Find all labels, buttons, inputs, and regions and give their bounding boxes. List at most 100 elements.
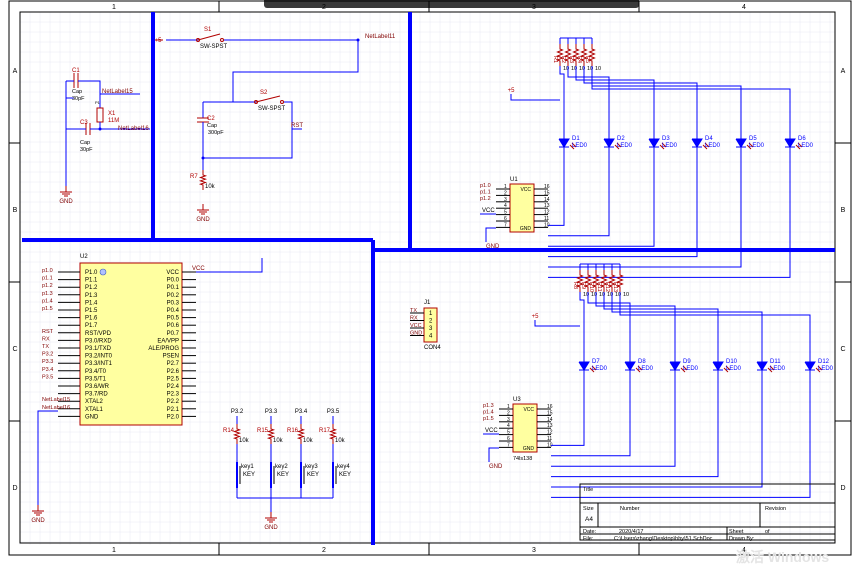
x1-pin: P1 [95,100,101,105]
led-arrow [637,365,643,371]
decoder-pin-number: 5 [507,430,510,436]
decoder-pin-number: 4 [504,203,507,209]
number-label: Number [620,506,640,512]
resistor-body [572,44,580,66]
c2-value: 300pF [208,130,224,136]
date-label: Date: [583,529,597,535]
led-arrow [702,144,708,150]
x1-value: 11M [108,118,119,124]
resistor-network[interactable] [600,270,608,292]
wire [611,292,763,362]
led-arrow [797,142,803,148]
resistor-key[interactable] [266,424,276,444]
led-fill [757,362,767,370]
mcu-left-pin-name: P1.1 [85,278,98,284]
connector-net: TX [410,308,417,314]
mcu-left-net: P3.4 [42,367,53,373]
zone-column-label: 1 [112,4,116,11]
mcu-right-pin-name: P2.7 [167,361,180,367]
resistor-network[interactable] [580,44,588,66]
ground-symbol[interactable]: GND [31,505,45,524]
ground-symbol[interactable]: GND [59,186,73,205]
resistor-ref: R11 [596,282,602,292]
wire [551,370,763,488]
led-type: LED0 [638,366,654,372]
resistor-network[interactable] [588,44,596,66]
connector-net: VCC [410,323,422,329]
decoder-pin-number: 16 [544,184,550,190]
led-arrow [767,367,773,373]
resistor-network[interactable] [616,270,624,292]
netlabel-15: NetLabel15 [102,89,133,95]
s2-lever [255,95,281,103]
oscillator-section[interactable]: C1Cap30pFX111MP1NetLabel15C3Cap30pFNetLa… [65,68,150,186]
mcu-left-pin-name: P1.7 [85,323,98,329]
mcu-right-pin-name: P0.0 [167,278,180,284]
netlabel-16: NetLabel16 [118,126,149,132]
reset-section[interactable]: +5S1SW-SPSTNetLabel11S2SW-SPSTC2Cap300pF… [155,27,396,190]
resistor-network[interactable] [556,44,564,66]
resistor-network[interactable] [564,44,572,66]
resistor-key[interactable] [232,424,242,444]
resistor-key[interactable] [328,424,338,444]
zone-row-label: B [841,207,846,214]
wire [224,39,359,102]
key-resistor-ref: R15 [257,428,269,434]
zone-row-label: C [12,346,17,353]
decoder-vcc-net: VCC [485,428,498,434]
connector-pin-number: 4 [429,334,433,340]
decoder-pin-number: 16 [547,404,553,410]
resistor-network[interactable] [608,270,616,292]
mcu-right-pin-name: P0.3 [167,300,180,306]
decoder-pin-number: 15 [544,190,550,196]
key-resistor-ref: R16 [287,428,299,434]
resistor-network[interactable] [572,44,580,66]
resistor-network[interactable] [584,270,592,292]
resistor-network[interactable] [576,270,584,292]
decoder-pin-number: 4 [507,423,510,429]
mcu-left-net: RX [42,336,50,342]
resistor-key[interactable] [296,424,306,444]
key-net-label: P3.4 [295,409,308,415]
led-arrow [723,367,729,373]
decoder-type: 74ls138 [513,456,532,462]
led-fill [692,139,702,147]
wire [551,370,811,498]
wire [551,370,585,446]
mcu-right-pin-name: P2.0 [167,414,180,420]
mcu-left-net: TX [42,344,49,350]
led-fill [785,139,795,147]
key-resistor-value: 10k [335,438,346,444]
resistor-value: 10 [583,292,589,298]
decoder-pin-number: 5 [504,210,507,216]
mcu-right-pin-name: P0.4 [167,308,180,314]
keys-section[interactable]: P3.2R1410kkey1KEYP3.3R1510kkey2KEYP3.4R1… [223,409,351,512]
mcu-left-pin-name: P3.5/T1 [85,376,107,382]
decoder-input-net: p1.2 [480,196,491,202]
led-fill [713,362,723,370]
resistor-r7[interactable] [198,170,208,190]
led-ref: D7 [592,359,600,365]
ground-symbol[interactable]: GND [264,512,278,531]
mcu-right-pin-name: P0.1 [167,285,180,291]
resistor-network[interactable] [592,270,600,292]
ground-symbol[interactable]: GND [196,204,210,223]
